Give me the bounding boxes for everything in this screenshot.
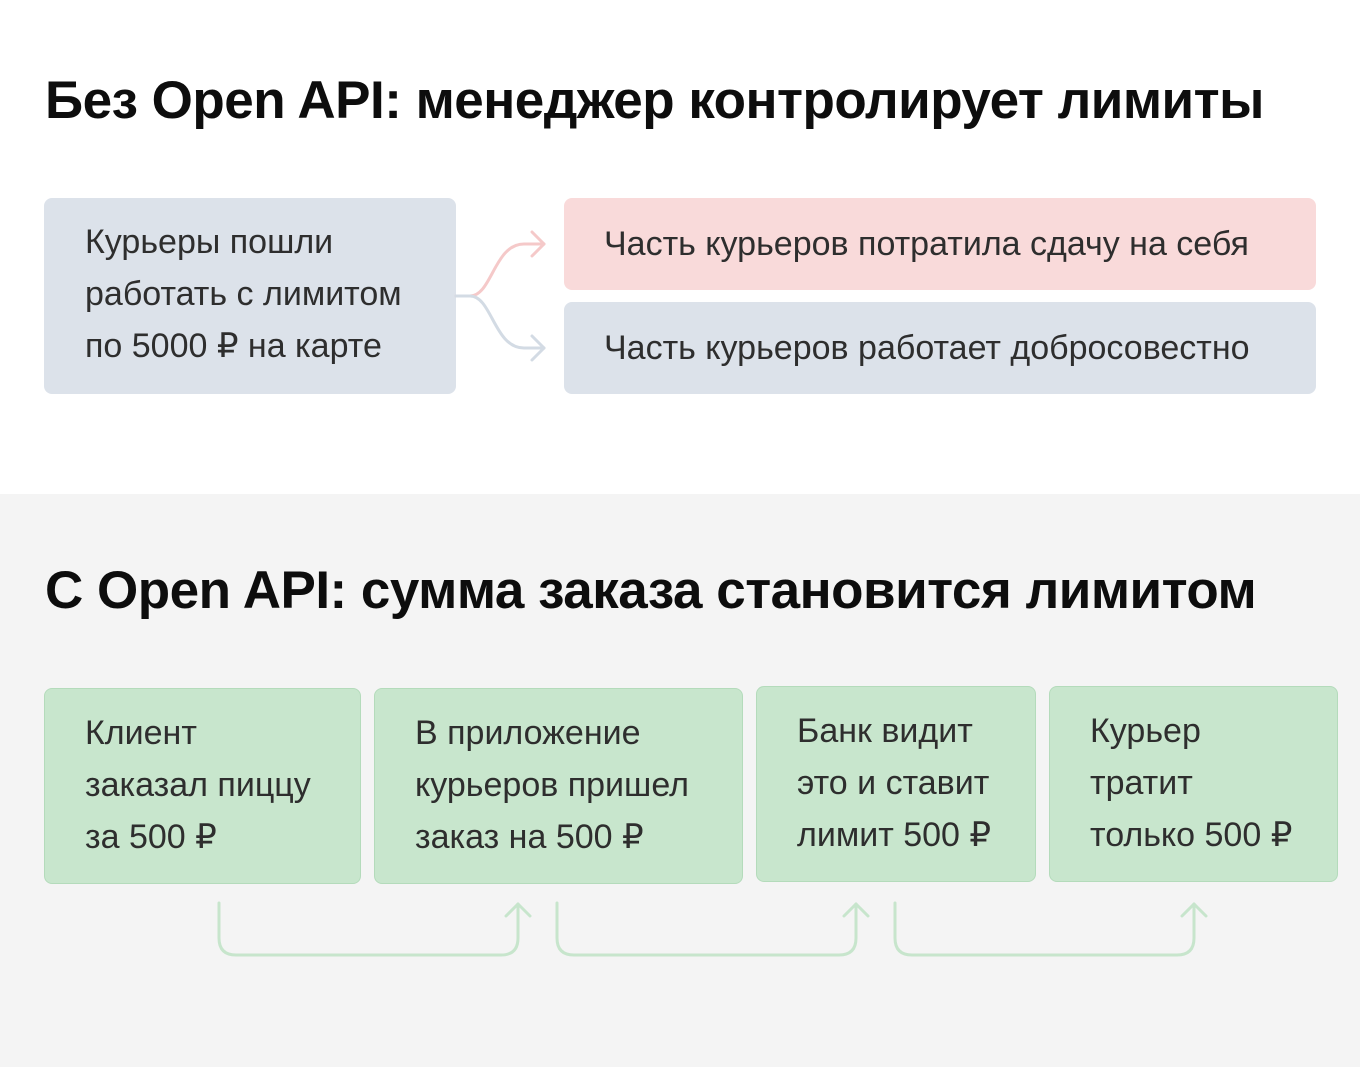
step-bank-limit-box: Банк видит это и ставит лимит 500 ₽ bbox=[756, 686, 1036, 882]
step-4-line-1: Курьер bbox=[1090, 712, 1201, 750]
step-3-line-2: это и ставит bbox=[797, 764, 990, 802]
step-app-order-box: В приложение курьеров пришел заказ на 50… bbox=[374, 688, 743, 884]
outcome-honest-box: Часть курьеров работает добросовестно bbox=[564, 302, 1316, 394]
step-2-line-1: В приложение bbox=[415, 714, 641, 752]
step-2-line-3: заказ на 500 ₽ bbox=[415, 818, 644, 856]
step-2-line-2: курьеров пришел bbox=[415, 766, 689, 804]
outcome-spent-change-text: Часть курьеров потратила сдачу на себя bbox=[604, 225, 1249, 263]
step-1-line-2: заказал пиццу bbox=[85, 766, 311, 804]
step-3-line-3: лимит 500 ₽ bbox=[797, 816, 992, 854]
step-4-line-2: тратит bbox=[1090, 764, 1193, 802]
step-1-line-1: Клиент bbox=[85, 714, 197, 752]
couriers-limit-line-2: работать с лимитом bbox=[85, 275, 402, 313]
step-courier-spends-box: Курьер тратит только 500 ₽ bbox=[1049, 686, 1338, 882]
couriers-limit-box: Курьеры пошли работать с лимитом по 5000… bbox=[44, 198, 456, 394]
couriers-limit-line-1: Курьеры пошли bbox=[85, 223, 334, 261]
section-title-without-api: Без Open API: менеджер контролирует лими… bbox=[45, 71, 1264, 130]
couriers-limit-line-3: по 5000 ₽ на карте bbox=[85, 327, 382, 365]
step-4-line-3: только 500 ₽ bbox=[1090, 816, 1293, 854]
outcome-spent-change-box: Часть курьеров потратила сдачу на себя bbox=[564, 198, 1316, 290]
outcome-honest-text: Часть курьеров работает добросовестно bbox=[604, 329, 1250, 367]
step-client-order-box: Клиент заказал пиццу за 500 ₽ bbox=[44, 688, 361, 884]
section-title-with-api: С Open API: сумма заказа становится лими… bbox=[45, 561, 1257, 620]
step-1-line-3: за 500 ₽ bbox=[85, 818, 217, 856]
step-3-line-1: Банк видит bbox=[797, 712, 973, 750]
